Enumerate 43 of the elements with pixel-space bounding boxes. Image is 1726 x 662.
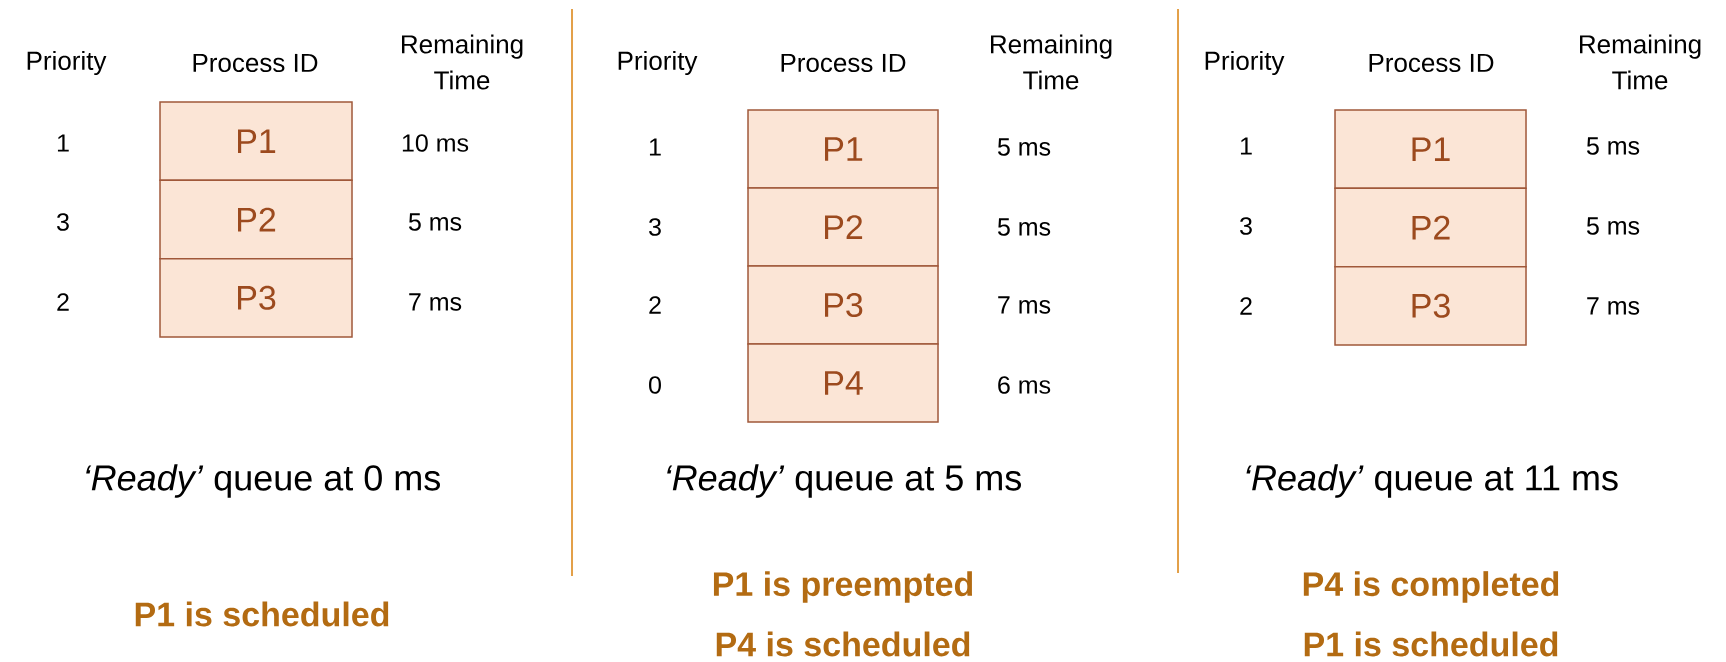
column-header: Priority (27, 50, 107, 76)
process-cell: P2 (747, 187, 939, 267)
table-value: 5 ms (1586, 137, 1640, 155)
table-value: 1 (57, 134, 69, 152)
table-value: 7 ms (409, 293, 462, 311)
table-value: 3 (57, 213, 69, 231)
table-value: 5 ms (408, 213, 462, 231)
column-header: Remaining Time (1580, 34, 1701, 90)
table-value: 2 (57, 293, 69, 311)
process-cell: P3 (1334, 265, 1527, 346)
process-cell: P3 (747, 265, 939, 345)
column-header: Remaining Time (402, 34, 523, 90)
process-cell: P1 (1334, 109, 1527, 190)
process-cell: P1 (159, 101, 353, 182)
status-text: P4 is completed (1303, 571, 1559, 603)
queue-caption: ‘Ready’ queue at 11 ms (1246, 464, 1618, 498)
table-value: 2 (649, 296, 661, 314)
queue-caption: ‘Ready’ queue at 0 ms (86, 464, 440, 498)
table-value: 3 (1240, 217, 1252, 235)
status-text: P1 is preempted (713, 571, 973, 603)
table-value: 7 ms (998, 296, 1051, 314)
process-cell: P4 (747, 343, 939, 423)
process-cell: P2 (1334, 187, 1527, 268)
table-value: 1 (649, 138, 661, 156)
table-value: 3 (649, 218, 661, 236)
status-text: P1 is scheduled (135, 601, 389, 627)
column-header: Remaining Time (991, 34, 1112, 90)
table-value: 5 ms (997, 218, 1051, 236)
table-value: 0 (649, 376, 661, 394)
table-value: 5 ms (1586, 217, 1640, 235)
status-text: P4 is scheduled (716, 631, 970, 657)
process-cell: P1 (747, 109, 939, 189)
table-value: 1 (1240, 137, 1252, 155)
table-value: 6 ms (998, 376, 1051, 394)
status-text: P1 is scheduled (1304, 631, 1558, 657)
table-value: 2 (1240, 297, 1252, 315)
column-header: Process ID (1369, 53, 1494, 73)
process-cell: P3 (159, 257, 353, 338)
table-value: 10 ms (402, 134, 469, 152)
table-value: 5 ms (997, 138, 1051, 156)
process-cell: P2 (159, 179, 353, 260)
column-header: Priority (618, 50, 698, 76)
table-value: 7 ms (1587, 297, 1640, 315)
